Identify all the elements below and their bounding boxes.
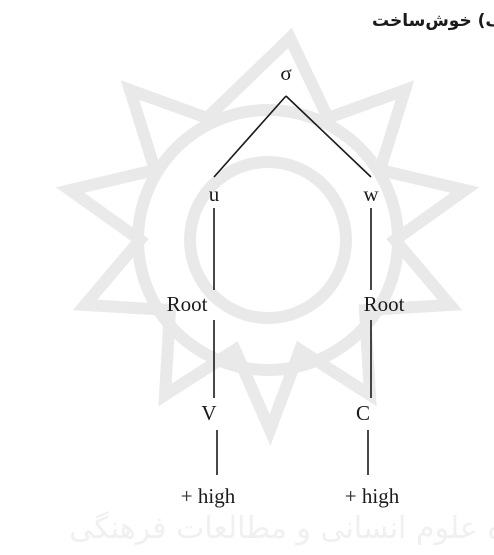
node-v: V xyxy=(201,401,216,425)
watermark-text: پژوهشگاه علوم انسانی و مطالعات فرهنگی xyxy=(69,511,494,546)
tree-labels: σ u w Root Root V C + high + high xyxy=(167,61,405,508)
watermark-ring-inner xyxy=(184,156,352,324)
node-high-left: + high xyxy=(181,484,236,508)
node-high-right: + high xyxy=(345,484,400,508)
node-sigma: σ xyxy=(280,61,291,85)
node-root-left: Root xyxy=(167,292,208,316)
edge-sigma-to-w xyxy=(285,95,372,178)
node-c: C xyxy=(356,401,370,425)
watermark-ring-outer xyxy=(132,104,404,376)
edge-sigma-to-u xyxy=(213,95,287,178)
watermark-emblem: پژوهشگاه علوم انسانی و مطالعات فرهنگی xyxy=(55,27,494,546)
node-root-right: Root xyxy=(364,292,405,316)
diagram-caption: الف) خوش‌ساخت xyxy=(372,11,494,31)
watermark-star-outer xyxy=(55,27,480,446)
node-w: w xyxy=(363,182,379,206)
tree-edges xyxy=(213,95,372,475)
node-u: u xyxy=(209,182,220,206)
